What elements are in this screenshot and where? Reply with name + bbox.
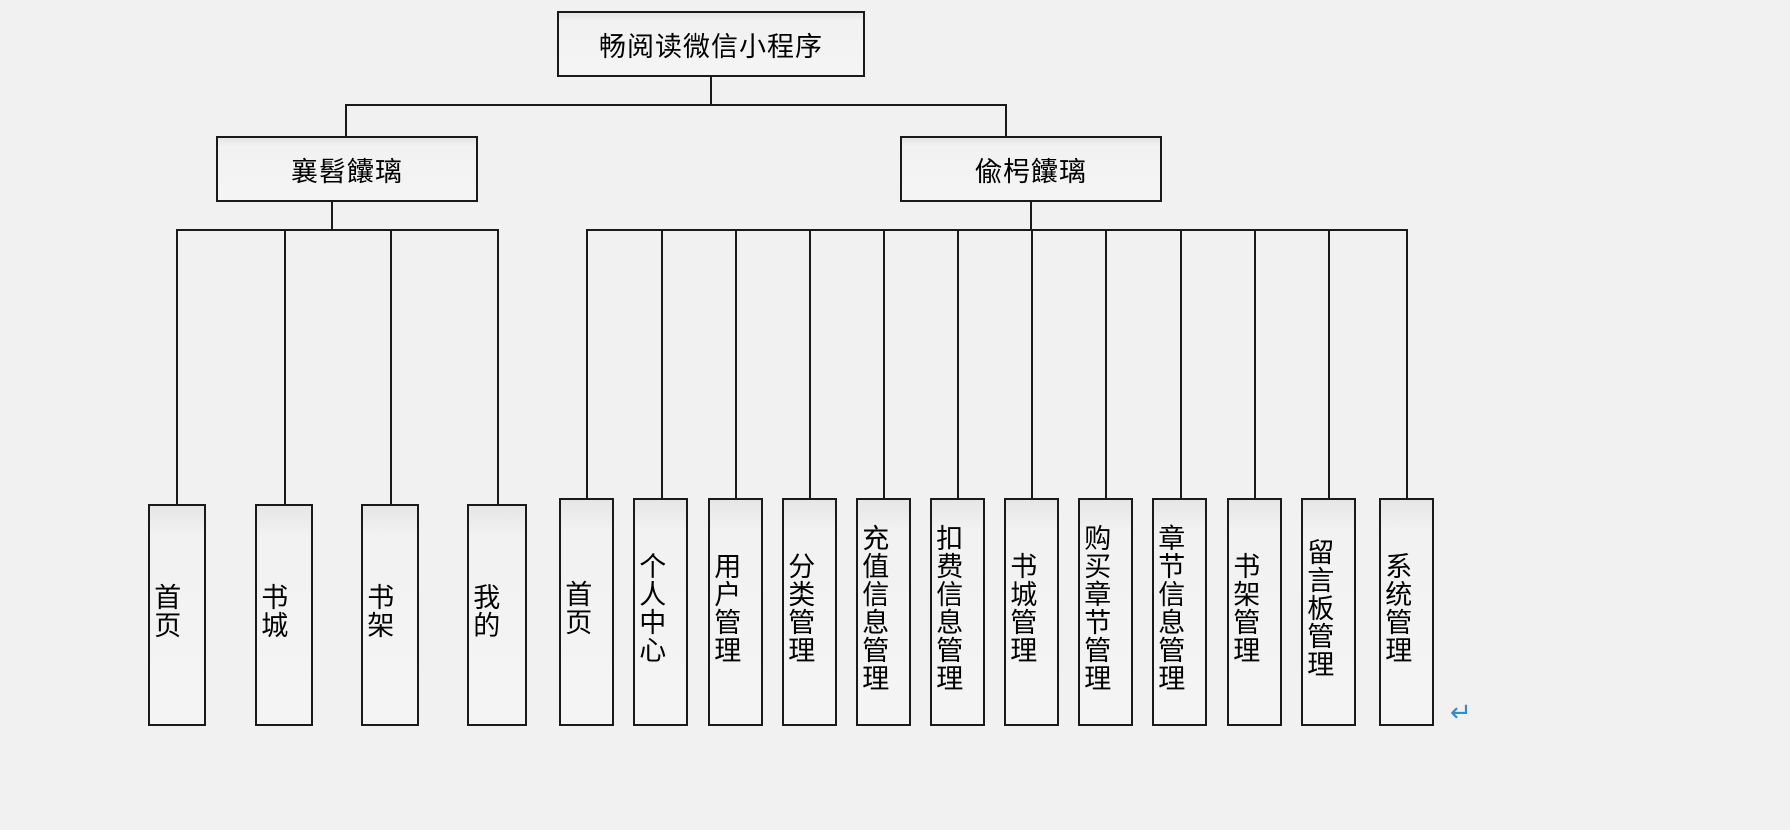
leaf-right-4-label: 分类管理 [784, 552, 815, 664]
node-level2-right[interactable]: 偸枵饢璃 [900, 136, 1162, 202]
leaf-right-12[interactable]: 系统管理 [1379, 498, 1434, 726]
leaf-right-3[interactable]: 用户管理 [708, 498, 763, 726]
leaf-right-10[interactable]: 书架管理 [1227, 498, 1282, 726]
leaf-right-9-label: 章节信息管理 [1154, 524, 1185, 692]
leaf-left-4-label: 我的 [469, 583, 500, 639]
connector-left-drop-2 [284, 229, 286, 504]
connector-l2-left-stem [331, 202, 333, 230]
leaf-right-4[interactable]: 分类管理 [782, 498, 837, 726]
node-level2-right-label: 偸枵饢璃 [975, 156, 1087, 187]
connector-right-drop-8 [1105, 229, 1107, 504]
leaf-left-2-label: 书城 [257, 583, 288, 639]
connector-root-stem [710, 77, 712, 105]
leaf-left-1-label: 首页 [150, 583, 181, 639]
leaf-right-7-label: 书城管理 [1006, 552, 1037, 664]
leaf-right-2-label: 个人中心 [635, 552, 666, 664]
connector-right-drop-6 [957, 229, 959, 504]
connector-l2-right-stem [1030, 202, 1032, 230]
leaf-left-2[interactable]: 书城 [255, 504, 313, 726]
leaf-right-12-label: 系统管理 [1381, 552, 1412, 664]
leaf-left-1[interactable]: 首页 [148, 504, 206, 726]
leaf-right-8[interactable]: 购买章节管理 [1078, 498, 1133, 726]
connector-left-bus [176, 229, 499, 231]
connector-right-bus [586, 229, 1407, 231]
connector-right-drop-1 [586, 229, 588, 504]
leaf-right-2[interactable]: 个人中心 [633, 498, 688, 726]
connector-root-to-l2-left [345, 104, 347, 136]
leaf-right-1-label: 首页 [561, 580, 592, 636]
connector-right-drop-4 [809, 229, 811, 504]
leaf-left-3-label: 书架 [363, 583, 394, 639]
connector-right-drop-5 [883, 229, 885, 504]
connector-right-drop-7 [1031, 229, 1033, 504]
return-mark-icon: ↵ [1450, 698, 1472, 728]
node-level2-left-label: 襄髫饢璃 [291, 156, 403, 187]
leaf-left-3[interactable]: 书架 [361, 504, 419, 726]
leaf-right-11[interactable]: 留言板管理 [1301, 498, 1356, 726]
connector-left-drop-3 [390, 229, 392, 504]
leaf-right-1[interactable]: 首页 [559, 498, 614, 726]
connector-right-drop-2 [661, 229, 663, 504]
leaf-right-5[interactable]: 充值信息管理 [856, 498, 911, 726]
connector-left-drop-4 [497, 229, 499, 504]
connector-right-drop-10 [1254, 229, 1256, 504]
leaf-right-11-label: 留言板管理 [1303, 538, 1334, 678]
leaf-right-3-label: 用户管理 [710, 552, 741, 664]
leaf-right-7[interactable]: 书城管理 [1004, 498, 1059, 726]
connector-root-bus [345, 104, 1006, 106]
leaf-right-9[interactable]: 章节信息管理 [1152, 498, 1207, 726]
node-root-label: 畅阅读微信小程序 [599, 31, 823, 62]
connector-root-to-l2-right [1005, 104, 1007, 136]
connector-left-drop-1 [176, 229, 178, 504]
leaf-right-8-label: 购买章节管理 [1080, 524, 1111, 692]
connector-right-drop-9 [1180, 229, 1182, 504]
connector-right-drop-12 [1406, 229, 1408, 504]
leaf-right-10-label: 书架管理 [1229, 552, 1260, 664]
leaf-right-6[interactable]: 扣费信息管理 [930, 498, 985, 726]
connector-right-drop-3 [735, 229, 737, 504]
node-root[interactable]: 畅阅读微信小程序 [557, 11, 865, 77]
leaf-left-4[interactable]: 我的 [467, 504, 527, 726]
leaf-right-5-label: 充值信息管理 [858, 524, 889, 692]
node-level2-left[interactable]: 襄髫饢璃 [216, 136, 478, 202]
connector-right-drop-11 [1328, 229, 1330, 504]
leaf-right-6-label: 扣费信息管理 [932, 524, 963, 692]
